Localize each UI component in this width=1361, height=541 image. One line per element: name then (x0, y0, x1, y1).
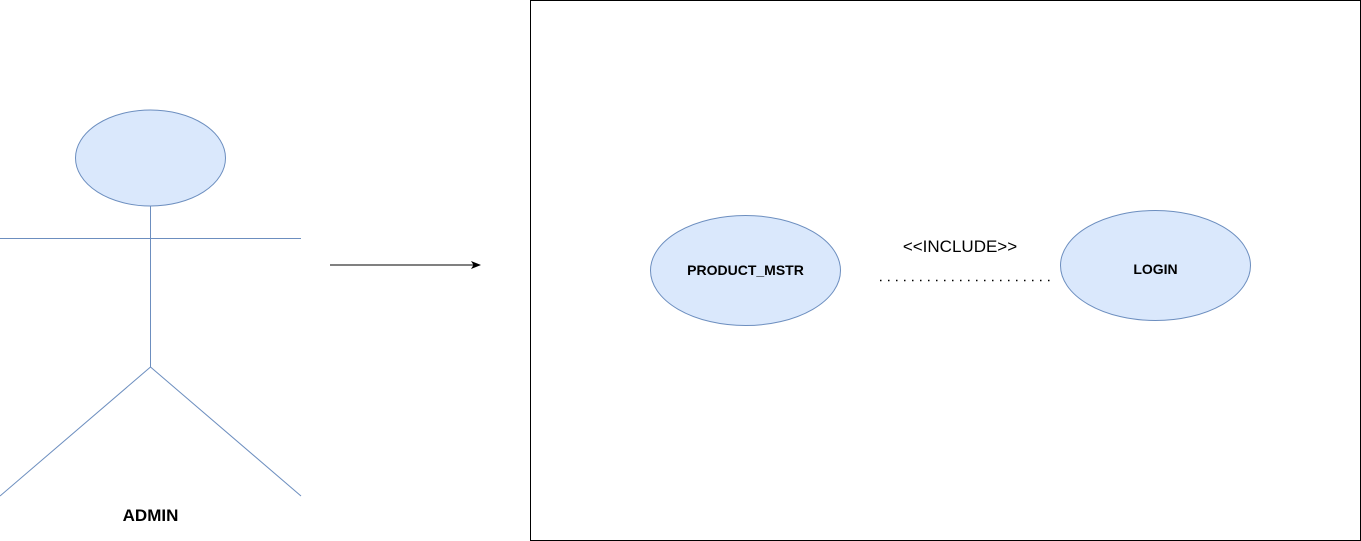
use-case-login-label: LOGIN (1133, 261, 1177, 277)
actor-left-leg (0, 366, 151, 497)
use-case-login[interactable]: LOGIN (1060, 210, 1251, 321)
use-case-login-shape (1060, 210, 1251, 321)
use-case-product-mstr-label: PRODUCT_MSTR (687, 262, 804, 278)
actor-label: ADMIN (123, 506, 179, 525)
actor-right-leg (150, 366, 302, 497)
include-stereotype-label: <<INCLUDE>> (903, 237, 1017, 256)
use-case-product-mstr[interactable]: PRODUCT_MSTR (650, 215, 841, 326)
use-case-product-mstr-shape (650, 215, 841, 326)
actor-head (75, 109, 226, 207)
actor-admin[interactable] (0, 109, 302, 497)
